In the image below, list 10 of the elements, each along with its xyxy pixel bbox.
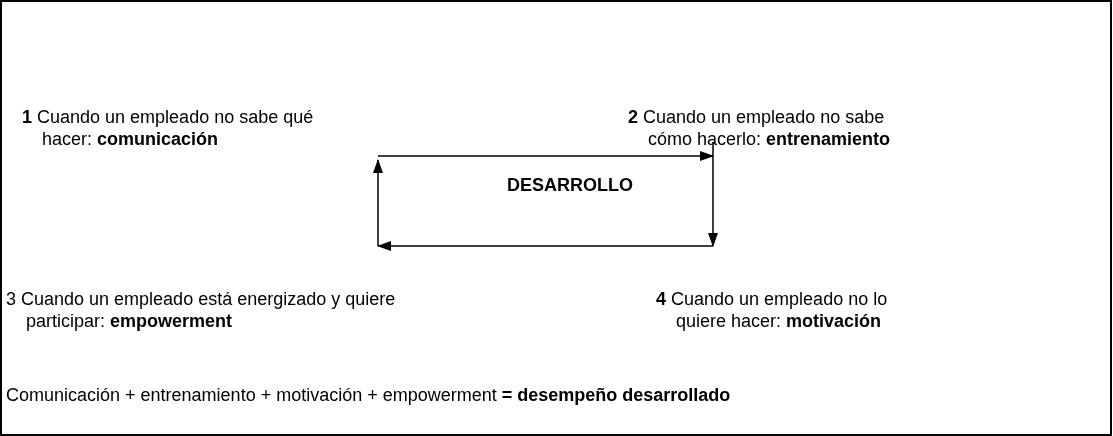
step-text: 1 Cuando un empleado no sabe qué hacer: comunicación xyxy=(22,106,314,150)
summary-formula: Comunicación + entrenamiento + motivación + empowerment = desempeño desarrollado xyxy=(6,384,732,406)
arrow xyxy=(377,151,714,161)
step-text: 3 Cuando un empleado está energizado y quiere participar: empowerment xyxy=(6,288,478,332)
arrow xyxy=(377,241,714,251)
step-text: 2 Cuando un empleado no sabe cómo hacerlo: entrenamiento xyxy=(628,106,933,150)
arrow xyxy=(373,159,383,247)
center-title: DESARROLLO xyxy=(470,174,670,196)
arrow xyxy=(708,141,718,247)
step-text: 4 Cuando un empleado no lo quiere hacer: motivación xyxy=(656,288,928,332)
